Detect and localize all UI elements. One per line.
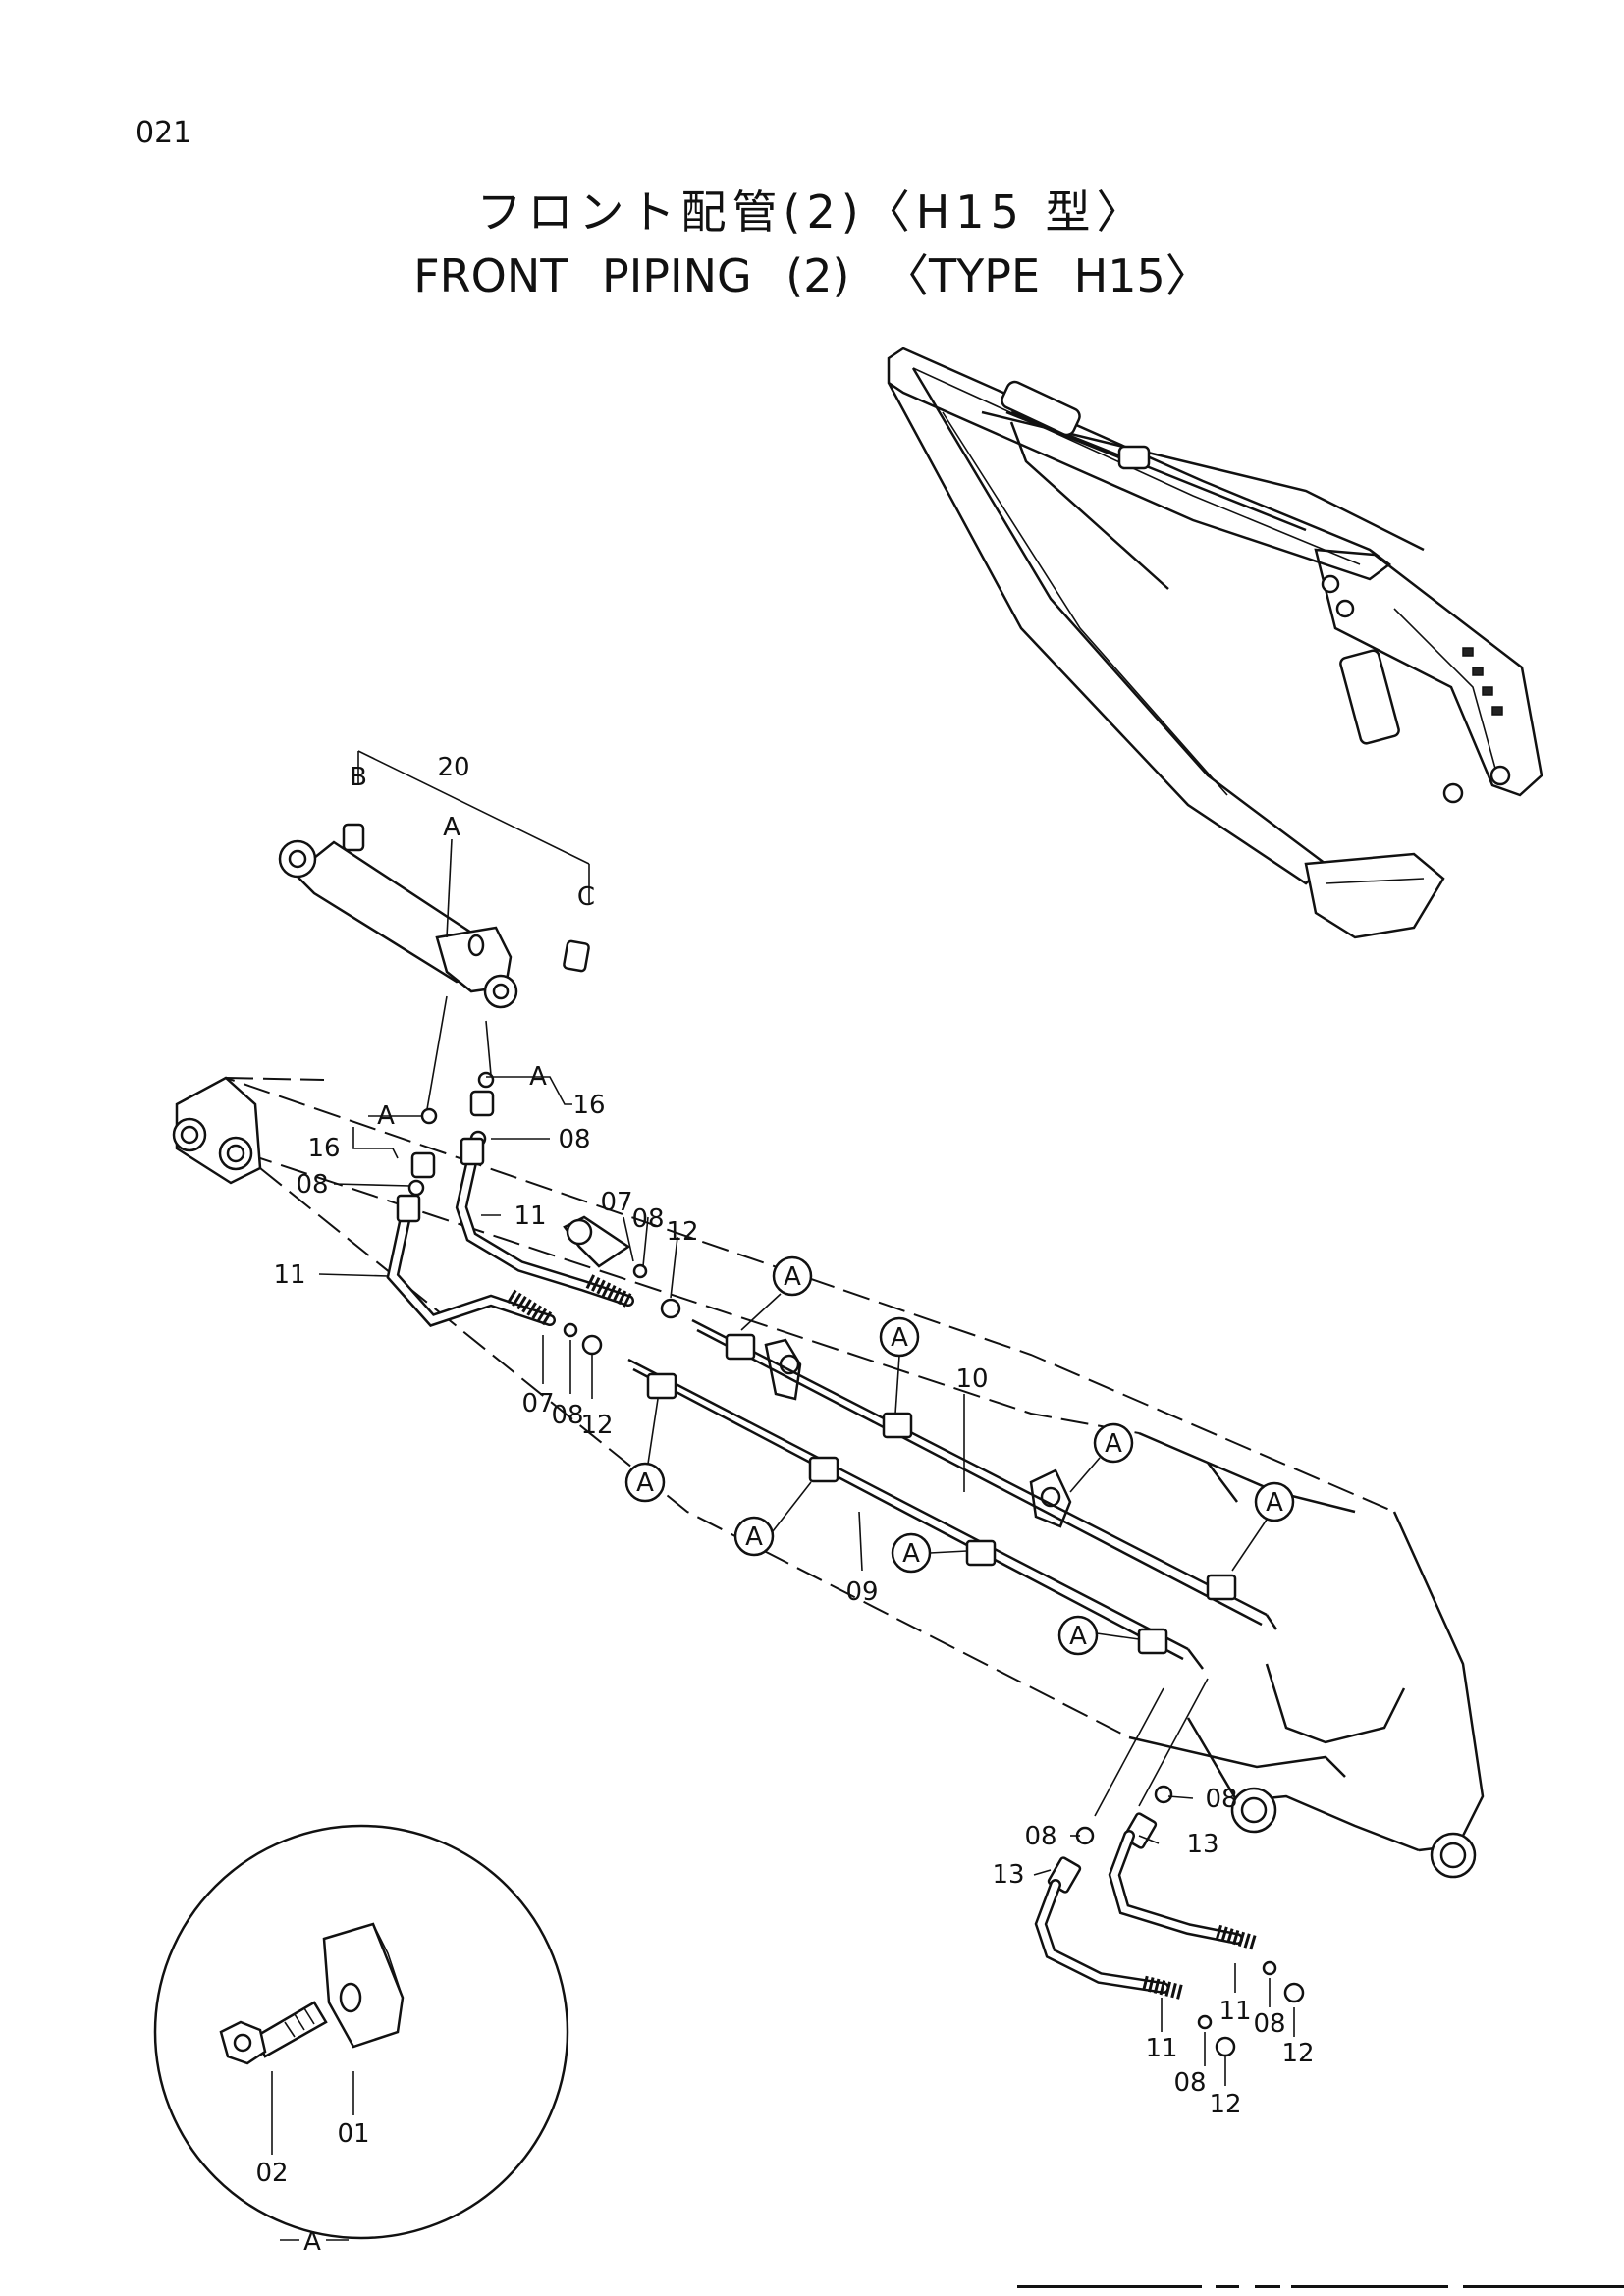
footer-rule-3 <box>1255 2285 1280 2288</box>
callout-12-top: 12 <box>666 1217 698 1247</box>
callout-16-left: 16 <box>307 1134 340 1163</box>
leader-lines <box>271 838 1295 2155</box>
callout-11-right: 11 <box>514 1201 546 1231</box>
callout-07-top: 07 <box>600 1188 632 1217</box>
callout-detail-02: 02 <box>255 2159 288 2188</box>
clamp-reference-markers: A A A A A A A A <box>624 1255 1295 1656</box>
pipes-and-clamps <box>627 1318 1278 1670</box>
callout-09: 09 <box>845 1577 878 1607</box>
callout-12-bottom: 12 <box>580 1411 613 1440</box>
callout-10: 10 <box>955 1364 988 1394</box>
circle-a-marker: A <box>1093 1422 1134 1464</box>
svg-text:A: A <box>636 1468 654 1498</box>
callout-b: B <box>350 763 367 792</box>
callout-13-left: 13 <box>992 1860 1024 1890</box>
callout-c: C <box>577 882 595 912</box>
callout-11-foot-right: 11 <box>1218 1997 1251 2026</box>
page-title-english: FRONT PIPING (2) 〈TYPE H15〉 <box>413 249 1211 302</box>
callout-a-top: A <box>443 813 460 842</box>
callout-08-right: 08 <box>558 1125 590 1154</box>
svg-text:A: A <box>891 1323 908 1353</box>
detail-view-a <box>153 1824 569 2240</box>
callout-16-right: 16 <box>572 1091 605 1120</box>
callout-12-foot-right: 12 <box>1281 2039 1314 2068</box>
callout-13-right: 13 <box>1186 1830 1218 1859</box>
callout-a16-right: A <box>529 1062 547 1092</box>
callout-20: 20 <box>437 753 469 782</box>
callout-08-foot-left-2: 08 <box>1173 2068 1206 2098</box>
svg-text:A: A <box>1069 1622 1087 1651</box>
circle-a-marker: A <box>733 1516 775 1557</box>
callout-11-foot-left: 11 <box>1145 2034 1177 2063</box>
callout-08-bottom: 08 <box>551 1401 583 1430</box>
callout-12-foot-left: 12 <box>1209 2090 1241 2119</box>
footer-rule-1 <box>1017 2285 1202 2288</box>
footer-rule-2 <box>1216 2285 1239 2288</box>
callout-labels: 20 B A C A 16 A 16 08 08 11 11 07 08 12 … <box>255 753 1314 2257</box>
hoses-left <box>386 995 681 1356</box>
callout-08-top: 08 <box>631 1204 664 1234</box>
overview-excavator-front <box>887 347 1543 939</box>
circle-a-marker: A <box>772 1255 813 1297</box>
callout-07-bottom: 07 <box>521 1389 554 1418</box>
callout-a16-left: A <box>377 1101 395 1131</box>
circle-a-marker: A <box>624 1462 666 1503</box>
hoses-right <box>1034 1678 1305 2057</box>
footer-rule-4 <box>1291 2285 1448 2288</box>
callout-08-foot-right-2: 08 <box>1253 2009 1285 2039</box>
svg-text:A: A <box>784 1262 801 1292</box>
callout-08-left: 08 <box>296 1170 328 1200</box>
svg-text:A: A <box>1105 1429 1122 1459</box>
circle-a-marker: A <box>879 1316 920 1358</box>
callout-detail-a: A <box>303 2227 321 2257</box>
page-number: 021 <box>135 116 192 150</box>
cylinder-assembly <box>278 750 590 1009</box>
footer-rule-5 <box>1463 2285 1624 2288</box>
callout-11-left: 11 <box>273 1260 305 1290</box>
callout-detail-01: 01 <box>337 2119 369 2149</box>
callout-08-foot-right: 08 <box>1205 1785 1237 1814</box>
svg-text:A: A <box>745 1522 763 1552</box>
circle-a-marker: A <box>891 1532 932 1574</box>
page-title-japanese: フロント配管(2)〈H15 型〉 <box>476 186 1148 239</box>
svg-text:A: A <box>1266 1488 1283 1518</box>
circle-a-marker: A <box>1057 1615 1099 1656</box>
svg-text:A: A <box>902 1539 920 1569</box>
circle-a-marker: A <box>1254 1481 1295 1522</box>
callout-08-foot-left: 08 <box>1024 1822 1056 1851</box>
